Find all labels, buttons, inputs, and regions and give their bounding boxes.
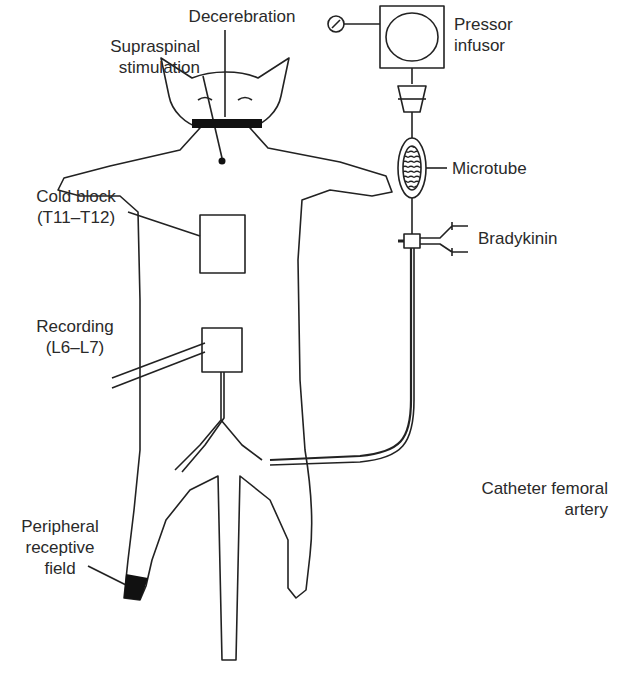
drip-level bbox=[398, 98, 426, 100]
cat-outline bbox=[58, 58, 392, 660]
catheter bbox=[270, 248, 414, 465]
section-label: Decerebration bbox=[172, 6, 312, 27]
drip-chamber bbox=[398, 86, 426, 112]
recording-electrode bbox=[112, 343, 205, 378]
eye bbox=[198, 98, 212, 101]
leader-line bbox=[128, 212, 200, 236]
recording-label: Recording (L6–L7) bbox=[20, 316, 130, 358]
leader-line bbox=[88, 566, 128, 586]
apparatus-label: Microtube bbox=[452, 158, 562, 179]
pressor-infusor bbox=[380, 6, 444, 68]
microtube bbox=[398, 138, 426, 198]
microtube-coil bbox=[403, 146, 421, 190]
tap bbox=[404, 234, 420, 248]
bradykinin-syringe bbox=[420, 222, 468, 256]
cold-block-label: Cold block (T11–T12) bbox=[22, 186, 130, 228]
tap-handle bbox=[398, 240, 404, 243]
infusor-bag bbox=[386, 13, 438, 61]
pressure-gauge bbox=[328, 16, 344, 32]
stimulation-site bbox=[219, 158, 226, 165]
leader-line bbox=[224, 30, 226, 117]
nerve bbox=[175, 372, 262, 470]
leader-line bbox=[203, 76, 222, 158]
tube bbox=[411, 112, 413, 138]
recording-electrode bbox=[112, 352, 205, 388]
tube bbox=[411, 68, 413, 84]
apparatus-label: Pressor infusor bbox=[454, 14, 534, 56]
catheter-label: Catheter femoral artery bbox=[478, 478, 608, 520]
drug-label: Bradykinin bbox=[478, 228, 588, 249]
gauge-needle bbox=[332, 20, 340, 28]
receptive-field-label: Peripheral receptive field bbox=[10, 516, 110, 579]
catheter bbox=[270, 248, 411, 460]
cold-block bbox=[200, 215, 245, 273]
gauge-tube bbox=[344, 23, 380, 25]
receptive-field bbox=[124, 574, 148, 600]
stimulation-label: Supraspinal stimulation bbox=[85, 36, 200, 78]
decerebration-section bbox=[192, 119, 262, 128]
recording-site bbox=[202, 328, 242, 372]
nerve bbox=[182, 372, 224, 472]
eye bbox=[238, 98, 252, 101]
tube bbox=[411, 198, 413, 234]
leader-line bbox=[426, 167, 447, 169]
